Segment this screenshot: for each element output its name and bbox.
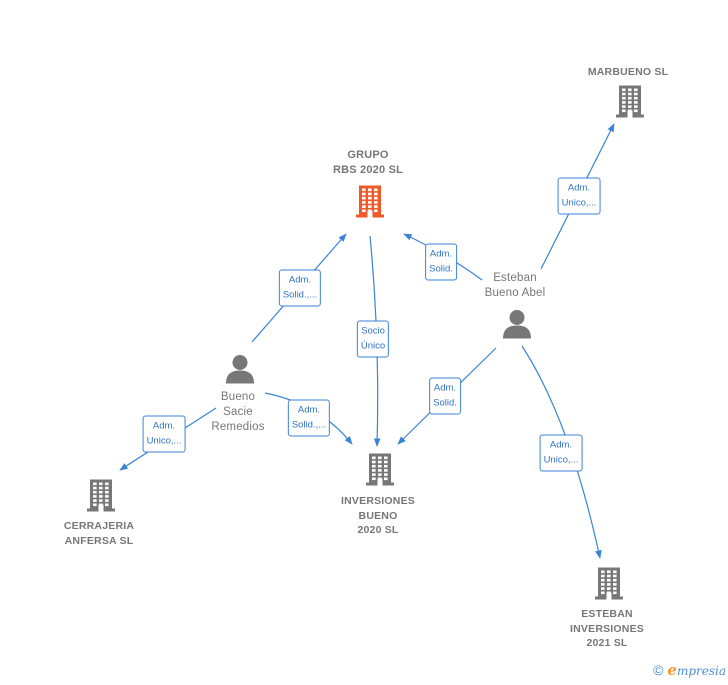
copyright-symbol: © bbox=[653, 662, 664, 678]
building-icon-esteban_inversiones[interactable] bbox=[594, 566, 624, 605]
node-label-esteban_inversiones[interactable]: ESTEBAN INVERSIONES 2021 SL bbox=[570, 608, 644, 649]
edge-label-bueno_sacie_remedios-to-cerrajeria[interactable]: Adm. Unico,... bbox=[142, 415, 186, 453]
person-icon-bueno_sacie_remedios[interactable] bbox=[225, 354, 255, 389]
building-icon-marbueno[interactable] bbox=[615, 84, 645, 123]
person-icon-esteban_bueno_abel[interactable] bbox=[502, 309, 532, 344]
edge-label-bueno_sacie_remedios-to-inversiones_bueno[interactable]: Adm. Solid.,... bbox=[287, 399, 331, 437]
node-label-esteban_bueno_abel[interactable]: Esteban Bueno Abel bbox=[484, 272, 546, 299]
edge-label-esteban_bueno_abel-to-marbueno[interactable]: Adm. Unico,... bbox=[557, 177, 601, 215]
building-icon-cerrajeria[interactable] bbox=[86, 478, 116, 517]
brand-logo-text: mpresia bbox=[676, 664, 726, 678]
edge-label-esteban_bueno_abel-to-grupo_rbs[interactable]: Adm. Solid. bbox=[425, 243, 457, 281]
node-label-inversiones_bueno[interactable]: INVERSIONES BUENO 2020 SL bbox=[341, 495, 415, 536]
node-label-cerrajeria[interactable]: CERRAJERIA ANFERSA SL bbox=[63, 520, 135, 547]
edge-label-grupo_rbs-to-inversiones_bueno[interactable]: Socio Único bbox=[356, 320, 390, 358]
edge-label-esteban_bueno_abel-to-esteban_inversiones[interactable]: Adm. Unico,... bbox=[539, 434, 583, 472]
building-icon-inversiones_bueno[interactable] bbox=[365, 452, 395, 491]
empresia-brand[interactable]: © empresia bbox=[653, 661, 726, 679]
node-label-grupo_rbs[interactable]: GRUPO RBS 2020 SL bbox=[332, 149, 404, 176]
edge-label-esteban_bueno_abel-to-inversiones_bueno[interactable]: Adm. Solid. bbox=[429, 377, 461, 415]
node-label-marbueno[interactable]: MARBUENO SL bbox=[587, 66, 669, 78]
building-icon-grupo_rbs[interactable] bbox=[355, 184, 385, 223]
node-label-bueno_sacie_remedios[interactable]: Bueno Sacie Remedios bbox=[211, 391, 265, 433]
edge-label-bueno_sacie_remedios-to-grupo_rbs[interactable]: Adm. Solid.,... bbox=[278, 269, 322, 307]
brand-logo-letter: e bbox=[667, 661, 677, 679]
